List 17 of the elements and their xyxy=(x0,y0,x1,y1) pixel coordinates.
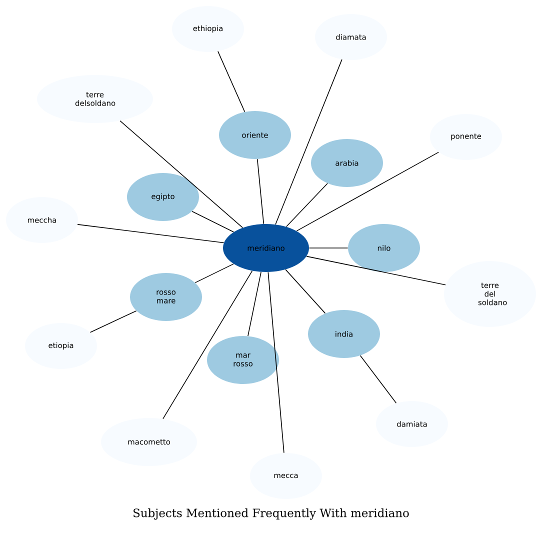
connector-line xyxy=(77,224,224,244)
connector-line xyxy=(218,50,246,112)
title: Subjects Mentioned Frequently With meridiano xyxy=(134,508,409,520)
connector-line xyxy=(285,269,326,314)
connector-line xyxy=(120,120,244,228)
connector-line xyxy=(162,270,253,420)
connector-line xyxy=(256,158,264,224)
connector-line xyxy=(90,310,137,333)
connector-line xyxy=(275,59,342,225)
connector-line xyxy=(360,355,397,404)
connector-line xyxy=(296,152,440,232)
connector-line xyxy=(286,183,328,228)
connector-line xyxy=(268,272,284,454)
connector-line xyxy=(306,256,446,286)
connector-line xyxy=(248,272,262,336)
connector-line xyxy=(192,211,234,232)
connector-line xyxy=(194,264,234,284)
